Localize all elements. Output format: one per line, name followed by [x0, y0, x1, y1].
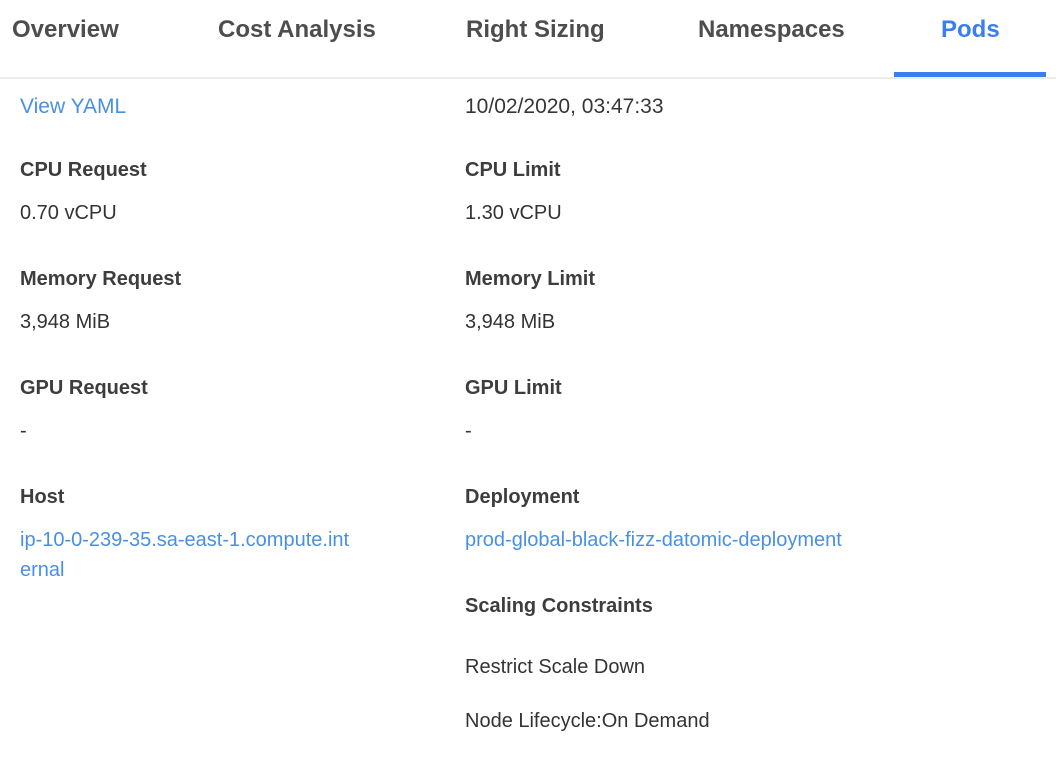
- pod-details-panel: View YAML CPU Request 0.70 vCPU Memory R…: [0, 79, 1056, 775]
- field-gpu-request: GPU Request -: [20, 376, 465, 446]
- cpu-limit-value: 1.30 vCPU: [465, 202, 562, 224]
- memory-request-label: Memory Request: [20, 268, 182, 290]
- field-deployment: Deployment prod-global-black-fizz-datomi…: [465, 485, 1056, 555]
- deployment-link[interactable]: prod-global-black-fizz-datomic-deploymen…: [465, 529, 842, 551]
- gpu-request-label: GPU Request: [20, 377, 148, 399]
- scaling-constraints-label: Scaling Constraints: [465, 595, 653, 617]
- timestamp: 10/02/2020, 03:47:33: [465, 95, 664, 118]
- host-label: Host: [20, 486, 65, 508]
- memory-limit-value: 3,948 MiB: [465, 311, 556, 333]
- view-yaml-link[interactable]: View YAML: [20, 95, 127, 118]
- tab-right-sizing[interactable]: Right Sizing: [466, 16, 605, 43]
- tab-namespaces[interactable]: Namespaces: [698, 16, 845, 43]
- host-link[interactable]: ip-10-0-239-35.sa-east-1.compute.interna…: [20, 529, 350, 581]
- memory-limit-label: Memory Limit: [465, 268, 596, 290]
- field-memory-limit: Memory Limit 3,948 MiB: [465, 267, 1056, 337]
- cpu-limit-label: CPU Limit: [465, 159, 561, 181]
- field-host: Host ip-10-0-239-35.sa-east-1.compute.in…: [20, 485, 465, 585]
- gpu-request-value: -: [20, 420, 27, 442]
- memory-request-value: 3,948 MiB: [20, 311, 111, 333]
- field-memory-request: Memory Request 3,948 MiB: [20, 267, 465, 337]
- field-cpu-request: CPU Request 0.70 vCPU: [20, 158, 465, 228]
- cpu-request-value: 0.70 vCPU: [20, 202, 117, 224]
- tab-cost-analysis[interactable]: Cost Analysis: [218, 16, 376, 43]
- tab-pods[interactable]: Pods: [941, 16, 1000, 43]
- gpu-limit-label: GPU Limit: [465, 377, 562, 399]
- tab-bar: Overview Cost Analysis Right Sizing Name…: [0, 0, 1056, 79]
- gpu-limit-value: -: [465, 420, 472, 442]
- active-tab-indicator: [894, 72, 1046, 77]
- right-column: 10/02/2020, 03:47:33 CPU Limit 1.30 vCPU…: [465, 95, 1056, 775]
- field-cpu-limit: CPU Limit 1.30 vCPU: [465, 158, 1056, 228]
- field-gpu-limit: GPU Limit -: [465, 376, 1056, 446]
- tab-overview[interactable]: Overview: [12, 16, 119, 43]
- left-column: View YAML CPU Request 0.70 vCPU Memory R…: [20, 95, 465, 624]
- deployment-label: Deployment: [465, 486, 580, 508]
- cpu-request-label: CPU Request: [20, 159, 147, 181]
- scaling-constraint-item: Node Lifecycle:On Demand: [465, 710, 710, 732]
- scaling-constraint-item: Restrict Scale Down: [465, 656, 646, 678]
- field-scaling-constraints: Scaling Constraints Restrict Scale Down …: [465, 594, 1056, 736]
